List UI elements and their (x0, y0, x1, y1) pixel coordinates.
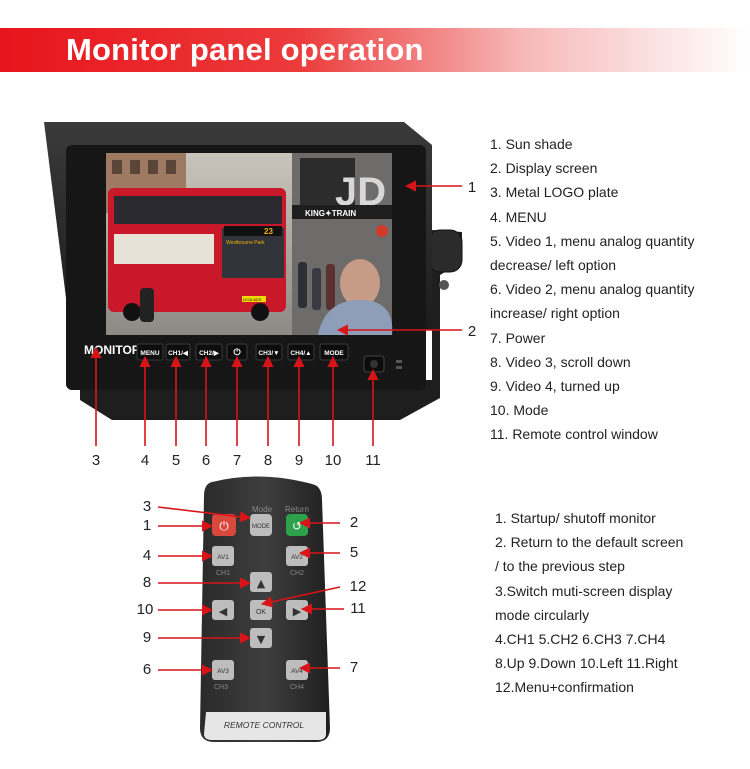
remote-callout-num: 2 (349, 514, 359, 531)
station-sign: KING✦TRAIN (305, 209, 356, 218)
legend-line: 1. Startup/ shutoff monitor (495, 510, 656, 526)
left-arrow-icon: ◀ (219, 605, 228, 618)
remote-up-button (250, 572, 272, 592)
monitor-callout-num: 6 (201, 452, 211, 469)
monitor-callout-num: 1 (467, 179, 477, 196)
monitor-callout-num: 3 (91, 452, 101, 469)
bus-destination: Westbourne Park (226, 240, 265, 246)
monitor-callout-num: 2 (467, 323, 477, 340)
remote-left-button (212, 600, 234, 620)
remote-av2-label: AV2 (291, 554, 303, 561)
power-icon: ⏻ (219, 519, 229, 533)
monitor-callout-num: 9 (294, 452, 304, 469)
remote-av1-button (212, 546, 234, 566)
monitor-callout-arrows (90, 180, 462, 446)
legend-line: 4. MENU (490, 208, 547, 225)
legend-line: 2. Display screen (490, 160, 598, 177)
page-title: Monitor panel operation (66, 32, 424, 67)
legend-line: 10. Mode (490, 402, 549, 419)
monitor-menu-label: MENU (140, 350, 159, 357)
monitor-callout-num: 8 (263, 452, 273, 469)
remote-av4-label: AV4 (291, 668, 303, 675)
monitor-callout-num: 11 (365, 452, 381, 469)
legend-line: / to the previous step (495, 558, 625, 575)
remote-av3-button (212, 660, 234, 680)
monitor-power-label: ⏻ (233, 347, 241, 357)
remote-ch2-label: CH2 (290, 570, 304, 577)
legend-line: decrease/ left option (490, 256, 617, 273)
remote-power-button (212, 514, 236, 536)
monitor-ch2-right-label: CH2/▶ (199, 350, 220, 357)
remote-callout-num: 6 (142, 661, 152, 678)
monitor-callout-num: 10 (324, 452, 342, 469)
remote-arrow-12 (260, 586, 341, 608)
remote-control: REMOTE CONTROL Mode Return ⏻ MODE ↺ AV1 … (200, 476, 330, 742)
legend-line: 8.Up 9.Down 10.Left 11.Right (495, 655, 678, 672)
legend-line: 8. Video 3, scroll down (490, 353, 631, 370)
down-arrow-icon: ▼ (257, 633, 266, 646)
remote-callout-num: 12 (349, 578, 367, 595)
remote-down-button (250, 628, 272, 648)
legend-line: 4.CH1 5.CH2 6.CH3 7.CH4 (495, 630, 666, 647)
legend-line: 9. Video 4, turned up (490, 377, 620, 394)
remote-footer-label: REMOTE CONTROL (224, 720, 305, 730)
display-screen: JD KING✦TRAIN 23 Westbourne Park LK16 AD… (106, 153, 393, 335)
remote-ok-label: OK (256, 609, 266, 616)
monitor-ch1-left-label: CH1/◀ (168, 350, 189, 357)
remote-ch4-label: CH4 (290, 684, 304, 691)
remote-callout-num: 10 (136, 601, 154, 618)
legend-line: 3.Switch muti-screen display (495, 582, 673, 599)
remote-return-label: Return (285, 505, 309, 514)
remote-callout-num: 7 (349, 659, 359, 676)
monitor-ch4-up-label: CH4/▲ (290, 350, 311, 357)
legend-line: 5. Video 1, menu analog quantity (490, 232, 695, 249)
remote-legend: 1. Startup/ shutoff monitor 2. Return to… (495, 506, 683, 700)
bus-plate: LK16 ADS (243, 297, 262, 302)
remote-callout-num: 1 (142, 517, 152, 534)
legend-line: 7. Power (490, 329, 546, 346)
bus-route: 23 (264, 227, 273, 236)
right-arrow-icon: ▶ (293, 605, 302, 618)
remote-ch3-label: CH3 (214, 684, 228, 691)
red-bus: 23 Westbourne Park LK16 ADS (108, 188, 286, 321)
remote-mode-button-label: MODE (252, 524, 270, 530)
legend-line: 2. Return to the default screen (495, 534, 684, 551)
remote-ch1-label: CH1 (216, 570, 230, 577)
remote-callout-num: 4 (142, 547, 152, 564)
remote-callout-num: 5 (349, 544, 359, 561)
bracket-knob (427, 229, 463, 273)
remote-av3-label: AV3 (217, 668, 229, 675)
legend-line: 3. Metal LOGO plate (490, 184, 619, 201)
monitor-ch3-down-label: CH3/▼ (258, 350, 279, 357)
monitor-legend: 1. Sun shade 2. Display screen 3. Metal … (490, 132, 694, 446)
legend-line: 11. Remote control window (490, 426, 658, 443)
remote-mode-button (250, 514, 272, 536)
return-icon: ↺ (292, 519, 302, 533)
remote-mode-label: Mode (252, 505, 273, 514)
remote-arrow-3 (157, 506, 252, 523)
remote-callout-arrows (157, 506, 344, 676)
monitor-callout-num: 4 (140, 452, 150, 469)
monitor-logo-plate: MONITOR (84, 343, 141, 357)
legend-line: mode circularly (495, 606, 590, 623)
monitor-callout-num: 5 (171, 452, 181, 469)
up-arrow-icon: ▲ (257, 577, 266, 590)
remote-callout-num: 9 (142, 629, 152, 646)
remote-callout-num: 3 (142, 498, 152, 515)
legend-line: 6. Video 2, menu analog quantity (490, 281, 695, 298)
monitor-callout-num: 7 (232, 452, 242, 469)
legend-line: 12.Menu+confirmation (495, 679, 634, 696)
legend-line: 1. Sun shade (490, 136, 573, 152)
legend-line: increase/ right option (490, 305, 620, 322)
title-banner: Monitor panel operation (0, 28, 750, 72)
remote-callout-num: 8 (142, 574, 152, 591)
remote-av1-label: AV1 (217, 554, 229, 561)
monitor: JD KING✦TRAIN 23 Westbourne Park LK16 AD… (44, 122, 463, 420)
monitor-mode-label: MODE (324, 350, 344, 357)
remote-callout-num: 11 (350, 600, 366, 617)
